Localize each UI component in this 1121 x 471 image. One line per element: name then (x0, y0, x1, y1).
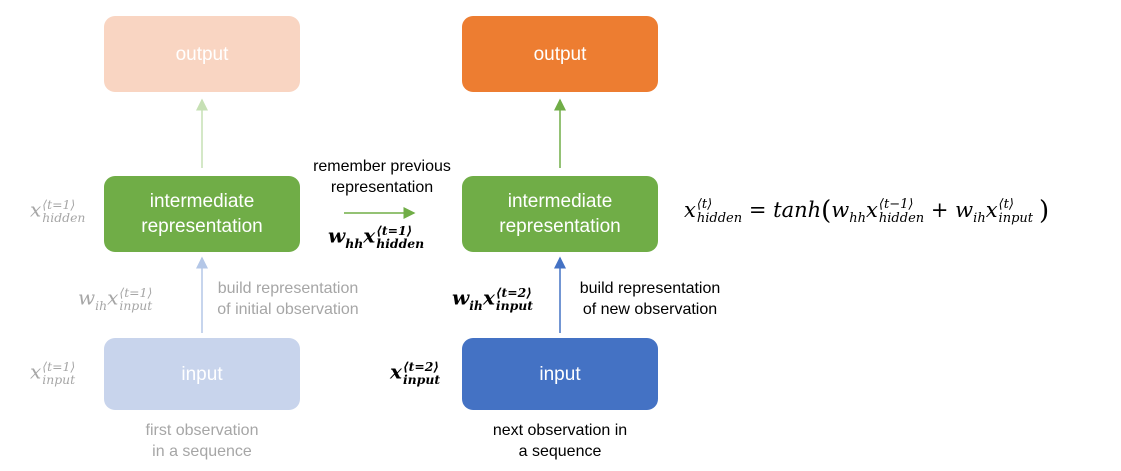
left-observation-caption: first observation in a sequence (145, 422, 259, 460)
recurrent-caption: remember previous representation (313, 158, 451, 196)
right-input-box: input (462, 338, 658, 410)
left-hidden-label: intermediate representation (141, 191, 263, 237)
left-input-box: input (104, 338, 300, 410)
right-weighted-input-symbol: wihx⟨t=2⟩input (452, 285, 533, 314)
left-output-box: output (104, 16, 300, 92)
right-output-label: output (533, 43, 587, 65)
left-build-caption: build representation of initial observat… (217, 280, 359, 318)
recurrence-equation: x⟨t⟩hidden = tanh(whhx⟨t−1⟩hidden + wihx… (684, 196, 1050, 227)
right-build-caption: build representation of new observation (579, 280, 721, 318)
left-output-label: output (175, 43, 229, 65)
left-hidden-box: intermediate representation (104, 176, 300, 252)
right-observation-caption: next observation in a sequence (492, 422, 628, 460)
right-hidden-label: intermediate representation (499, 191, 621, 237)
recurrent-weight-symbol: whhx⟨t=1⟩hidden (328, 223, 425, 252)
left-input-symbol: x⟨t=1⟩input (30, 359, 76, 388)
right-input-label: input (539, 363, 581, 385)
left-hidden-symbol: x⟨t=1⟩hidden (30, 197, 86, 226)
right-hidden-box: intermediate representation (462, 176, 658, 252)
left-weighted-input-symbol: wihx⟨t=1⟩input (78, 285, 153, 314)
right-output-box: output (462, 16, 658, 92)
left-input-label: input (181, 363, 223, 385)
right-input-symbol: x⟨t=2⟩input (390, 359, 441, 388)
